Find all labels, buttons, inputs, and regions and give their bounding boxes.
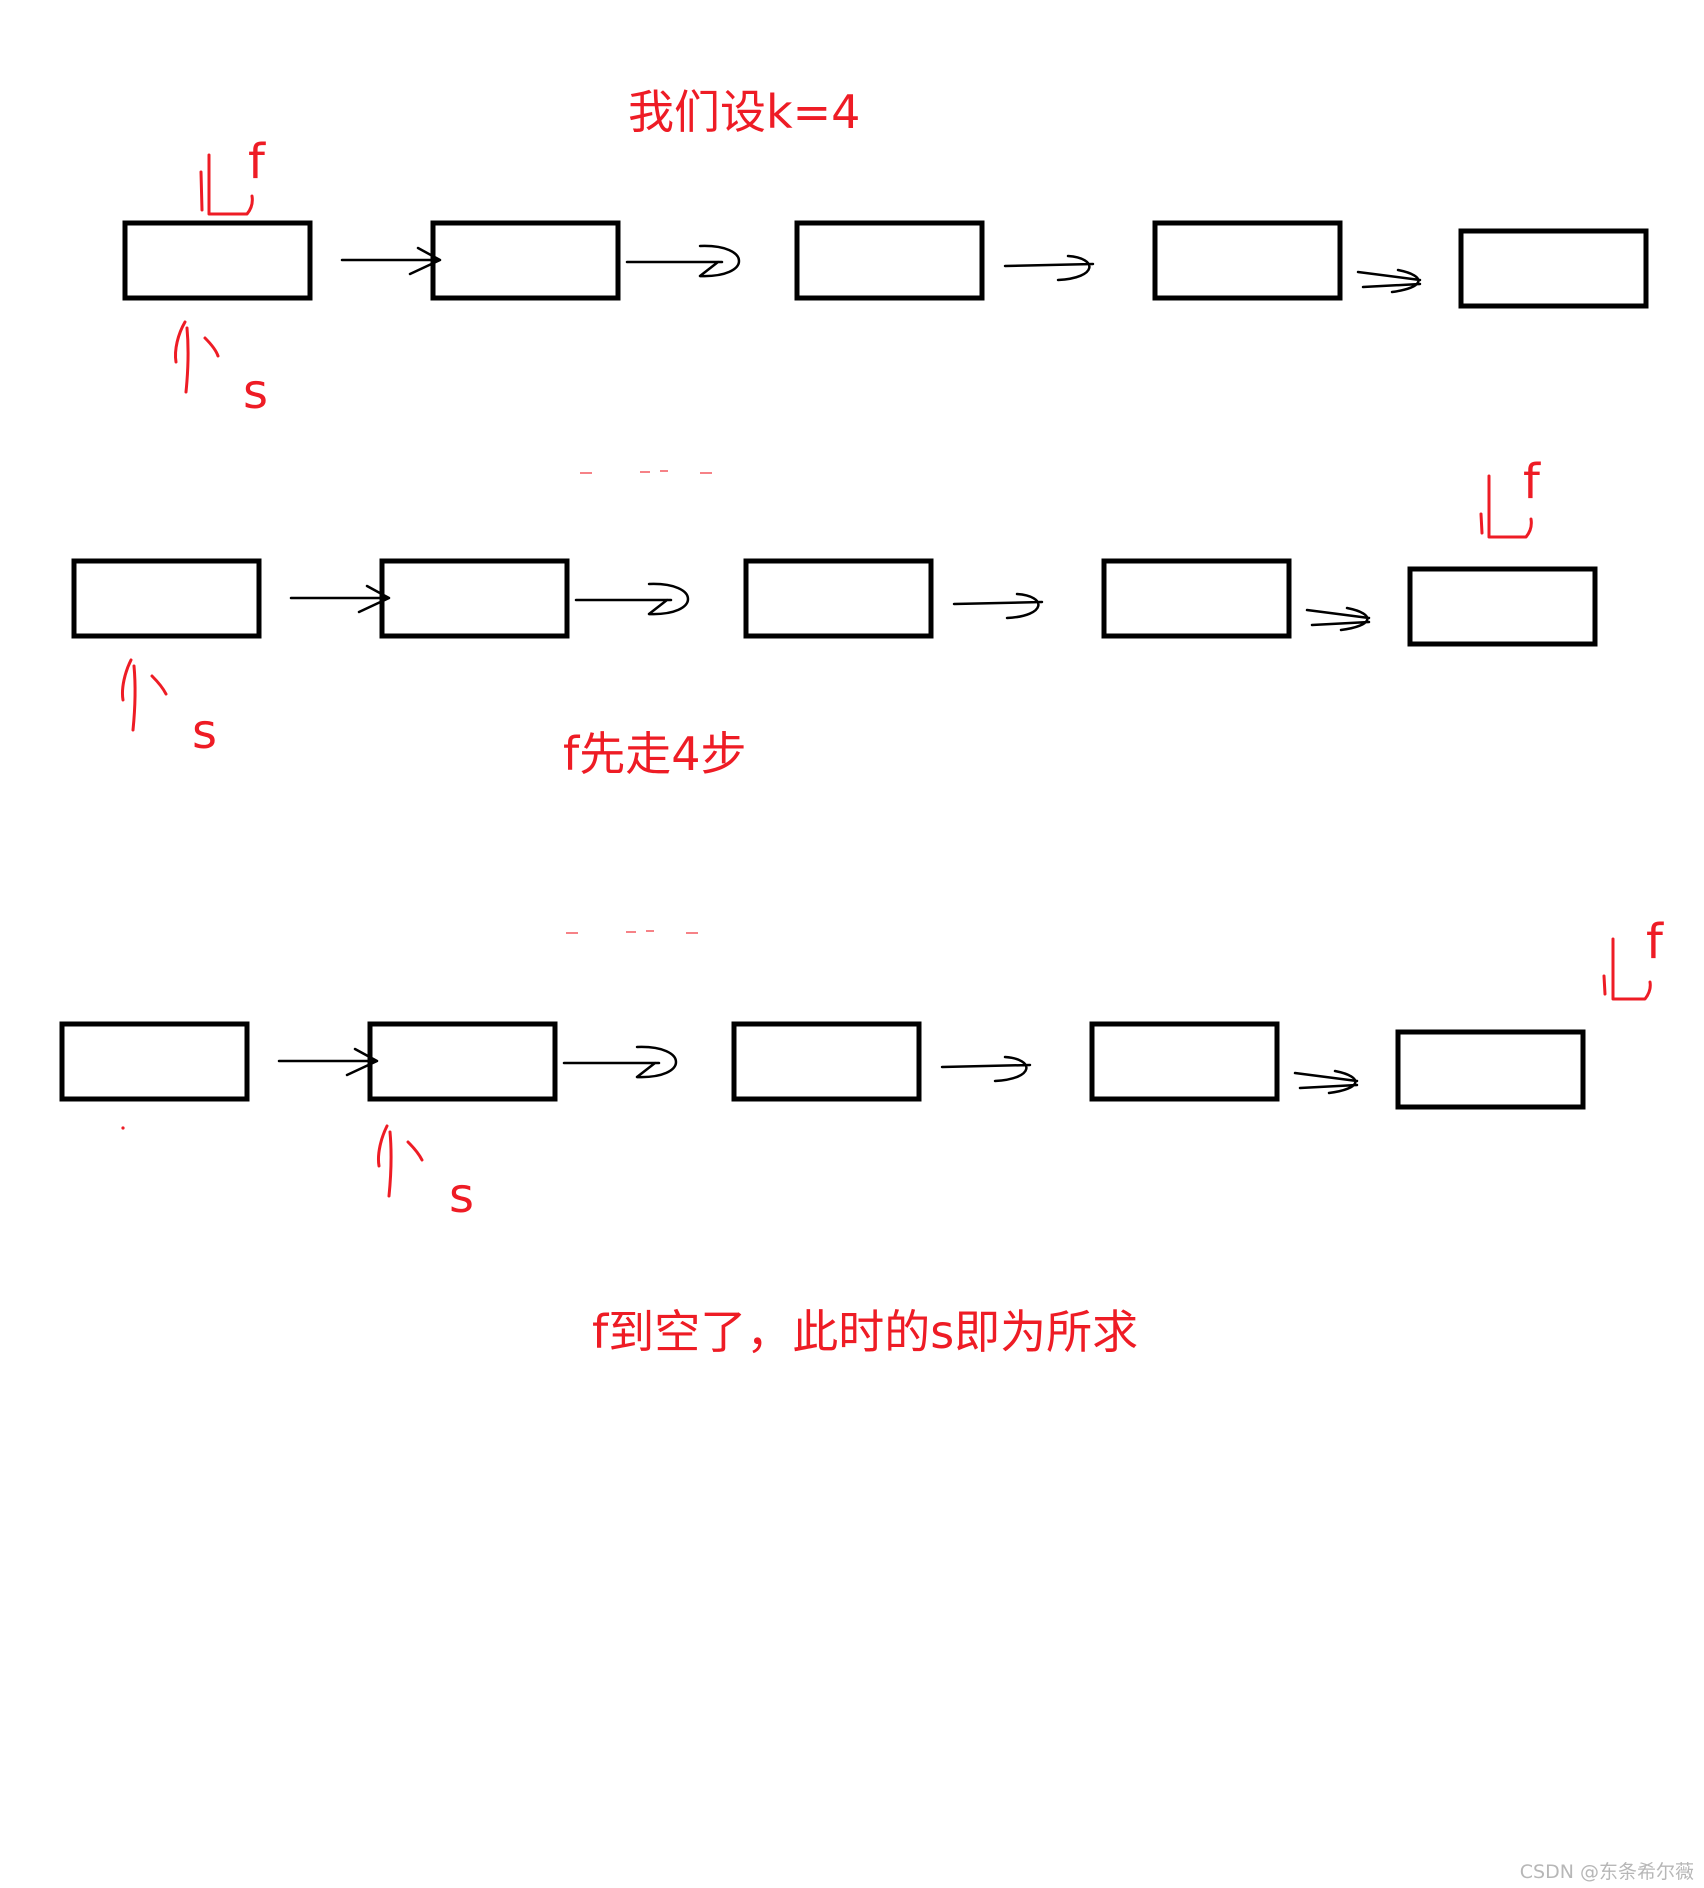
list-node-3: [743, 558, 934, 639]
list-node-2: [379, 558, 570, 639]
stray-dot: [121, 1126, 125, 1130]
slow-pointer-label: s: [449, 1168, 474, 1224]
slow-pointer-marker: [121, 658, 168, 732]
stray-marks: [580, 470, 712, 474]
list-node-3: [794, 220, 985, 301]
next-arrow-1-2: [340, 246, 442, 276]
watermark: CSDN @东条希尔薇: [1520, 1861, 1694, 1883]
list-row-initial: f s: [122, 134, 1649, 420]
slow-pointer-label: s: [243, 364, 268, 420]
fast-pointer-label: f: [248, 134, 266, 190]
fast-pointer-label: f: [1523, 454, 1541, 510]
next-arrow-2-3: [562, 1045, 678, 1079]
list-row-fast-advanced: f s: [71, 454, 1598, 760]
list-node-4: [1101, 558, 1292, 639]
stray-marks: [566, 930, 698, 934]
next-arrow-4-5: [1293, 1069, 1359, 1095]
next-arrow-3-4: [1003, 254, 1095, 282]
list-node-5: [1407, 566, 1598, 647]
list-node-1: [122, 220, 313, 301]
next-arrow-2-3: [574, 582, 690, 616]
fast-pointer-marker: [199, 153, 254, 216]
caption-fast-first: f先走4步: [563, 727, 746, 781]
next-arrow-2-3: [625, 244, 741, 278]
fast-pointer-marker: [1479, 474, 1533, 539]
next-arrow-1-2: [277, 1047, 379, 1077]
list-node-3: [731, 1021, 922, 1102]
slow-pointer-marker: [174, 320, 220, 394]
slow-pointer-label: s: [192, 704, 217, 760]
list-node-1: [59, 1021, 250, 1102]
slow-pointer-marker: [377, 1124, 424, 1198]
next-arrow-4-5: [1356, 268, 1422, 294]
list-row-result: f s: [59, 914, 1664, 1224]
list-node-2: [367, 1021, 558, 1102]
list-node-5: [1458, 228, 1649, 309]
fast-pointer-label: f: [1646, 914, 1664, 970]
list-node-1: [71, 558, 262, 639]
caption-result: f到空了，此时的s即为所求: [592, 1305, 1138, 1359]
next-arrow-3-4: [940, 1055, 1032, 1083]
list-node-4: [1152, 220, 1343, 301]
caption-set-k: 我们设k=4: [628, 85, 860, 139]
next-arrow-3-4: [952, 592, 1044, 620]
list-node-2: [430, 220, 621, 301]
fast-pointer-marker: [1602, 937, 1652, 1001]
list-node-4: [1089, 1021, 1280, 1102]
list-node-5: [1395, 1029, 1586, 1110]
next-arrow-1-2: [289, 584, 391, 614]
next-arrow-4-5: [1305, 606, 1371, 632]
